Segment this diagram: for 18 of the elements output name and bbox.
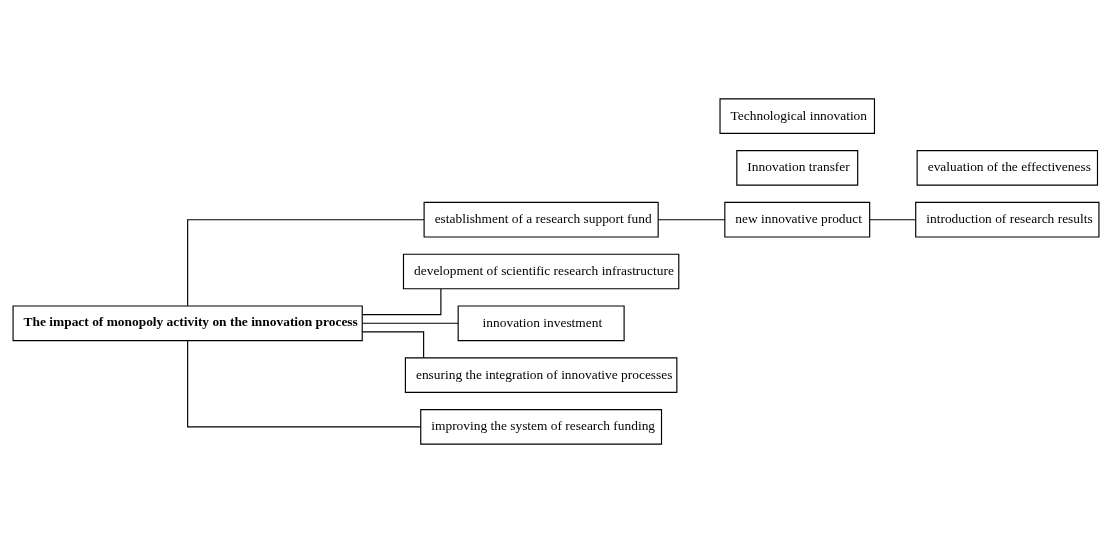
node-box: new innovative product bbox=[724, 201, 871, 238]
node-box: innovation investment bbox=[457, 305, 625, 342]
node-box: Technological innovation bbox=[719, 98, 876, 134]
node-box: establishment of a research support fund bbox=[423, 201, 659, 238]
connector bbox=[657, 219, 726, 221]
connector bbox=[869, 219, 917, 221]
connector bbox=[187, 219, 425, 307]
connector bbox=[361, 322, 459, 324]
node-box: improving the system of research funding bbox=[420, 409, 663, 445]
connector bbox=[361, 288, 442, 316]
node-box: ensuring the integration of innovative processes bbox=[404, 357, 678, 393]
connector bbox=[187, 340, 422, 428]
node-box: evaluation of the effectiveness bbox=[916, 150, 1099, 186]
node-box: introduction of research results bbox=[915, 201, 1100, 238]
node-box: development of scientific research infrastructure bbox=[402, 253, 680, 290]
connector bbox=[361, 331, 425, 359]
node-box: The impact of monopoly activity on the innovation process bbox=[12, 305, 363, 342]
node-box: Innovation transfer bbox=[736, 150, 859, 186]
